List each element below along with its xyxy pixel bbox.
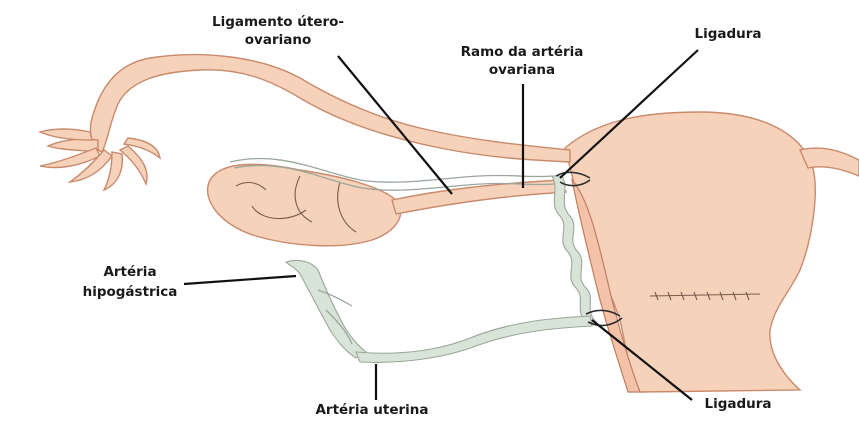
label-utero-ovarian-ligament-1: Ligamento útero- [212, 14, 344, 30]
uterine-artery [356, 316, 592, 362]
label-ovarian-artery-branch-2: ovariana [489, 62, 555, 78]
ovary [208, 164, 401, 246]
uterus-body [565, 112, 815, 392]
label-hypogastric-artery-2: hipogástrica [83, 284, 178, 300]
label-ligature-top: Ligadura [694, 26, 761, 42]
label-hypogastric-artery-1: Artéria [103, 264, 156, 280]
label-utero-ovarian-ligament-2: ovariano [245, 32, 311, 48]
label-uterine-artery: Artéria uterina [315, 402, 428, 418]
label-ligature-bottom: Ligadura [704, 396, 771, 412]
hypogastric-artery [286, 260, 366, 358]
leader-hypogastric-artery [184, 276, 296, 284]
label-ovarian-artery-branch-1: Ramo da artéria [461, 44, 584, 60]
